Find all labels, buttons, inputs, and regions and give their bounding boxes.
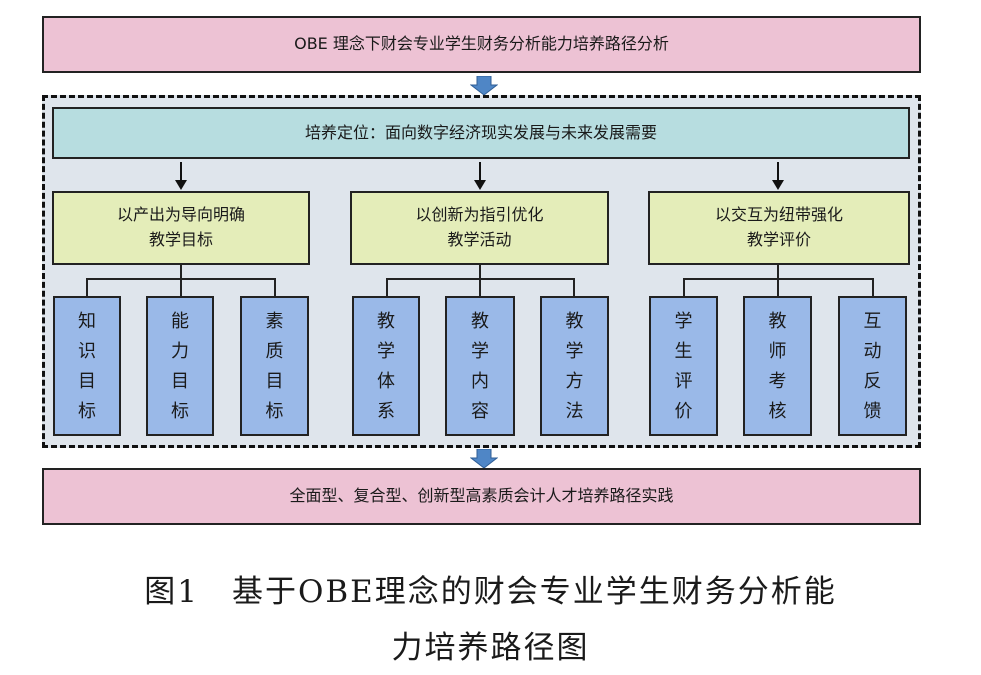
connector-line <box>180 265 182 279</box>
leaf-box-interactive-feedback: 互动反馈 <box>838 296 907 436</box>
branch-line1: 以创新为指引优化 <box>415 205 544 225</box>
connector-line <box>180 278 182 296</box>
leaf-text: 学生评价 <box>674 311 693 422</box>
leaf-box-ability-goal: 能力目标 <box>146 296 214 436</box>
leaf-box-student-evaluation: 学生评价 <box>649 296 718 436</box>
positioning-text: 培养定位：面向数字经济现实发展与未来发展需要 <box>304 122 657 142</box>
connector-line <box>872 278 874 296</box>
figure-caption-line1: 图1 基于OBE理念的财会专业学生财务分析能 <box>144 574 837 610</box>
branch-line1: 以交互为纽带强化 <box>714 205 843 225</box>
branch-box-goals: 以产出为导向明确 教学目标 <box>52 191 310 265</box>
leaf-box-quality-goal: 素质目标 <box>240 296 309 436</box>
connector-line <box>683 278 685 296</box>
arrow-down-icon <box>175 162 187 190</box>
connector-line <box>479 278 481 296</box>
leaf-box-teaching-method: 教学方法 <box>540 296 609 436</box>
arrow-down-icon <box>474 162 486 190</box>
positioning-box: 培养定位：面向数字经济现实发展与未来发展需要 <box>52 107 910 159</box>
bottom-result-text: 全面型、复合型、创新型高素质会计人才培养路径实践 <box>289 486 674 506</box>
branch-line2: 教学评价 <box>746 230 811 249</box>
connector-line <box>274 278 276 296</box>
leaf-text: 教学体系 <box>377 311 395 422</box>
leaf-text: 能力目标 <box>171 311 189 422</box>
down-arrow-icon <box>470 76 498 96</box>
leaf-box-teacher-assessment: 教师考核 <box>743 296 812 436</box>
leaf-text: 教学内容 <box>471 311 489 422</box>
down-arrow-icon <box>470 449 498 469</box>
branch-box-activities: 以创新为指引优化 教学活动 <box>350 191 609 265</box>
leaf-text: 教师考核 <box>768 311 787 422</box>
arrow-down-icon <box>772 162 784 190</box>
branch-box-evaluation: 以交互为纽带强化 教学评价 <box>648 191 910 265</box>
top-title-box: OBE 理念下财会专业学生财务分析能力培养路径分析 <box>42 16 921 73</box>
connector-line <box>479 265 481 279</box>
leaf-text: 互动反馈 <box>863 311 882 422</box>
leaf-text: 知识目标 <box>78 311 96 422</box>
figure-caption-line2: 力培养路径图 <box>391 630 590 666</box>
leaf-text: 素质目标 <box>265 311 284 422</box>
connector-line <box>777 265 779 279</box>
leaf-text: 教学方法 <box>565 311 584 422</box>
connector-line <box>86 278 88 296</box>
bottom-result-box: 全面型、复合型、创新型高素质会计人才培养路径实践 <box>42 468 921 525</box>
branch-line1: 以产出为导向明确 <box>116 205 245 225</box>
leaf-box-teaching-content: 教学内容 <box>445 296 515 436</box>
top-title-text: OBE 理念下财会专业学生财务分析能力培养路径分析 <box>294 34 669 54</box>
leaf-box-knowledge-goal: 知识目标 <box>53 296 121 436</box>
branch-arrows <box>175 162 784 190</box>
connector-line <box>573 278 575 296</box>
leaf-box-teaching-system: 教学体系 <box>352 296 420 436</box>
branch-line2: 教学目标 <box>148 230 213 249</box>
branch-line2: 教学活动 <box>447 230 512 249</box>
connector-line <box>777 278 779 296</box>
connector-line <box>386 278 388 296</box>
